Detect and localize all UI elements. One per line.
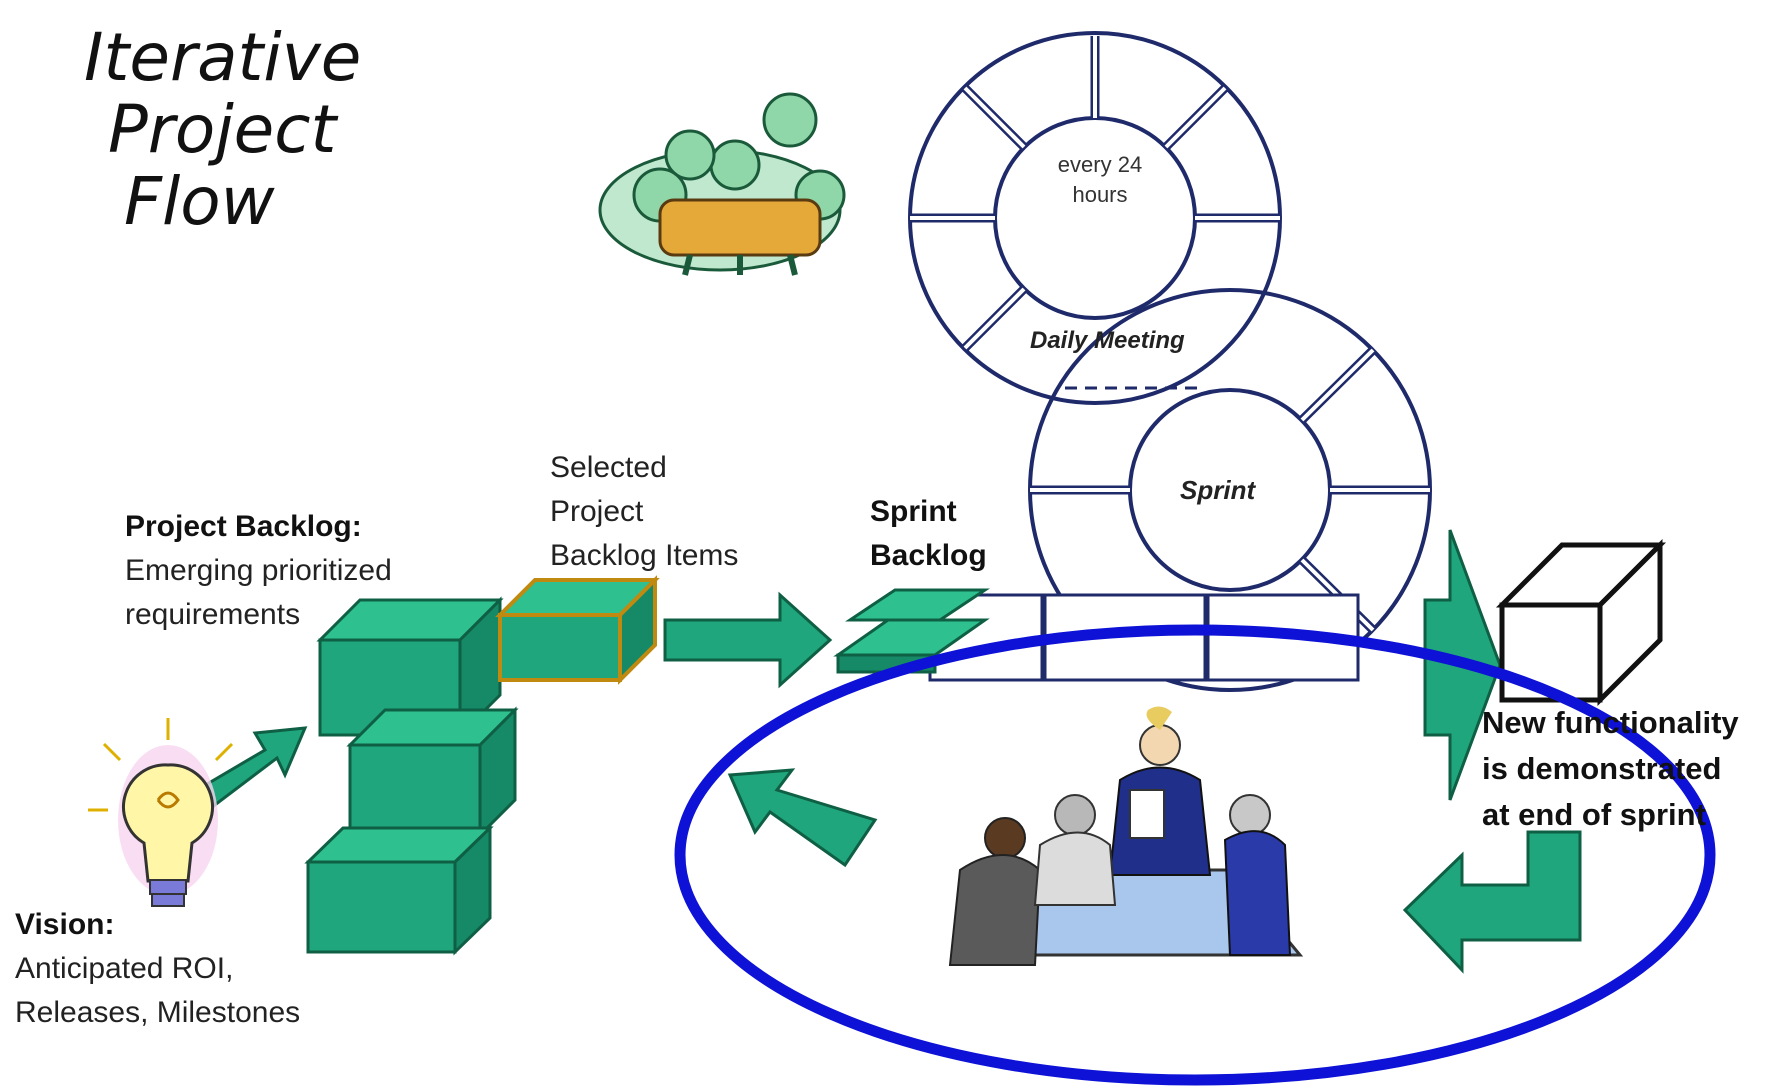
team-huddle-icon	[598, 92, 846, 276]
arrow-return-right	[1402, 830, 1582, 974]
new-functionality-line-3: at end of sprint	[1482, 797, 1706, 832]
new-functionality-label: New functionality is demonstrated at end…	[1482, 700, 1739, 838]
deliverable-cube-icon	[1495, 538, 1667, 707]
vision-label: Vision: Anticipated ROI, Releases, Miles…	[15, 903, 300, 1035]
daily-ring-line-2: hours	[1072, 182, 1128, 207]
selected-backlog-box	[495, 575, 660, 685]
project-backlog-label: Project Backlog: Emerging prioritized re…	[125, 505, 392, 637]
highlight-ellipse	[674, 624, 1716, 1086]
vision-line-2: Releases, Milestones	[15, 996, 301, 1029]
daily-meeting-label: Daily Meeting	[1030, 327, 1185, 354]
selected-items-line-2: Project	[550, 495, 644, 528]
page-title: Iterative Project Flow	[84, 22, 361, 238]
daily-ring-center-text: every 24 hours	[1045, 150, 1155, 210]
sprint-backlog-line-2: Backlog	[870, 539, 987, 572]
project-backlog-stack	[304, 596, 519, 956]
vision-line-1: Anticipated ROI,	[15, 952, 234, 985]
selected-items-label: Selected Project Backlog Items	[550, 446, 738, 578]
title-line-2: Project	[108, 91, 337, 168]
daily-ring-line-1: every 24	[1057, 152, 1143, 177]
arrow-return-left	[727, 768, 878, 868]
lightbulb-icon	[88, 718, 234, 907]
sprint-backlog-label: Sprint Backlog	[870, 490, 987, 578]
project-backlog-line-1: Emerging prioritized	[125, 554, 392, 587]
selected-items-line-1: Selected	[550, 451, 667, 484]
vision-heading: Vision:	[15, 908, 115, 941]
sprint-backlog-line-1: Sprint	[870, 495, 957, 528]
daily-meeting-ring	[908, 31, 1282, 405]
sprint-review-meeting-icon	[948, 706, 1304, 966]
title-line-1: Iterative	[84, 19, 362, 96]
project-backlog-line-2: requirements	[125, 598, 301, 631]
new-functionality-line-2: is demonstrated	[1482, 751, 1722, 786]
sprint-label: Sprint	[1180, 475, 1256, 505]
title-line-3: Flow	[124, 163, 275, 240]
project-backlog-heading: Project Backlog:	[125, 510, 362, 543]
selected-items-line-3: Backlog Items	[550, 539, 739, 572]
new-functionality-line-1: New functionality	[1482, 705, 1739, 740]
arrow-to-sprint-backlog	[663, 591, 833, 689]
